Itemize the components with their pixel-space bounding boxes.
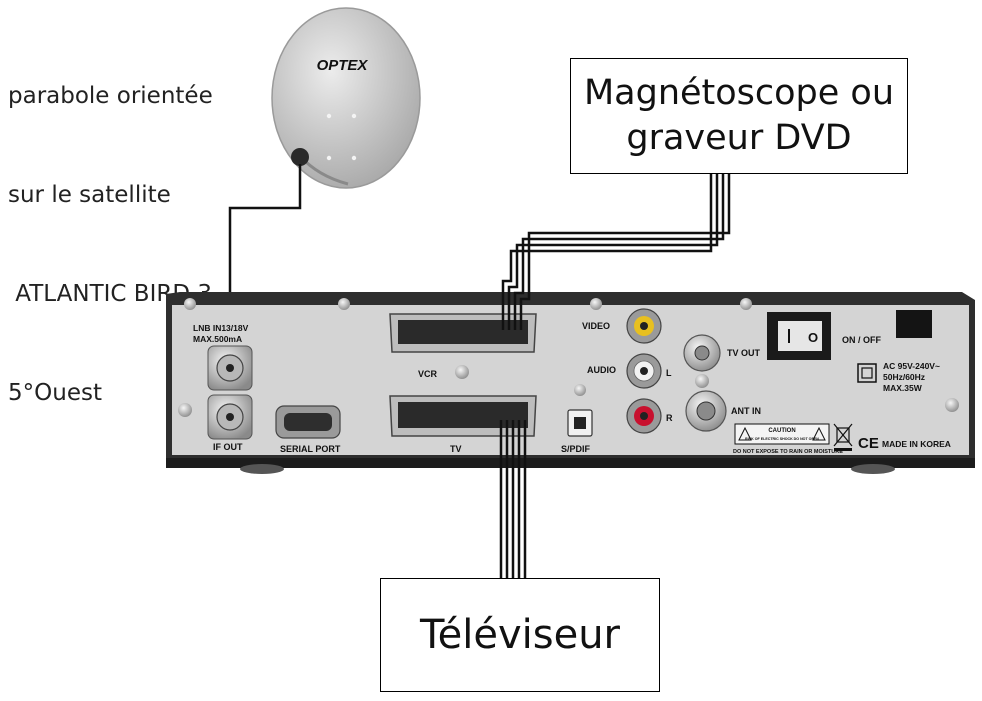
on-off-label: ON / OFF [842, 335, 881, 345]
double-insulation-inner [861, 367, 873, 379]
satellite-dish: OPTEX [271, 7, 421, 189]
caution-title: CAUTION [768, 428, 795, 434]
power-switch-o: O [808, 330, 818, 345]
recorder-box: Magnétoscope ou graveur DVD [570, 58, 908, 174]
if-out-pin [226, 413, 234, 421]
serial-port-label: SERIAL PORT [280, 444, 341, 454]
power-spec-frequency: 50Hz/60Hz [883, 372, 925, 382]
rca-video-pin [640, 322, 648, 330]
dish-reflector [271, 7, 421, 189]
moisture-warning: DO NOT EXPOSE TO RAIN OR MOISTURE [733, 449, 843, 455]
caution-label [734, 423, 830, 445]
tv-out-socket [694, 345, 710, 361]
screw-icon [455, 365, 469, 379]
lnb-max-label: MAX.500mA [193, 334, 242, 344]
scart-vcr-pins [398, 320, 528, 344]
receiver-foot [240, 464, 284, 474]
video-label: VIDEO [582, 321, 610, 331]
tv-scart-cable [499, 420, 527, 578]
dish-caption: parabole orientée sur le satellite ATLAN… [8, 14, 213, 476]
dish-bolt [351, 113, 357, 119]
caution-subtitle: RISK OF ELECTRIC SHOCK DO NOT OPEN [745, 437, 819, 441]
ce-mark: CE [858, 435, 879, 452]
audio-left-label: L [666, 368, 672, 378]
screw-icon [184, 298, 196, 310]
television-label: Téléviseur [420, 612, 620, 658]
screw-icon [945, 398, 959, 412]
receiver-base [166, 458, 975, 468]
serial-port-socket [284, 413, 332, 431]
ant-in-label: ANT IN [731, 406, 761, 416]
ant-in-socket [696, 401, 716, 421]
screw-icon [178, 403, 192, 417]
screw-icon [740, 298, 752, 310]
audio-right-label: R [666, 413, 673, 423]
power-switch [778, 321, 822, 351]
caption-line-4: 5°Ouest [8, 380, 102, 406]
made-in-label: MADE IN KOREA [882, 439, 951, 449]
spdif-label: S/PDIF [561, 444, 591, 454]
scart-tv-label: TV [450, 444, 462, 454]
screw-icon [338, 298, 350, 310]
recorder-label-line-2: graveur DVD [626, 118, 852, 158]
caption-line-1: parabole orientée [8, 83, 213, 109]
lnb-head [291, 148, 309, 166]
power-spec-voltage: AC 95V-240V~ [883, 361, 940, 371]
dish-brand: OPTEX [317, 57, 369, 74]
warning-triangle-icon [738, 426, 752, 441]
tv-out-label: TV OUT [727, 348, 761, 358]
recorder-scart-cable [501, 171, 731, 330]
power-inlet [896, 310, 932, 338]
spdif-socket [574, 417, 586, 429]
receiver-foot [851, 464, 895, 474]
dish-bolt [351, 155, 357, 161]
scart-tv-pins [398, 402, 528, 428]
rca-left-pin [640, 367, 648, 375]
double-insulation-icon [857, 363, 877, 383]
caption-line-3: ATLANTIC BIRD 3 [8, 281, 212, 307]
screw-icon [590, 298, 602, 310]
lnb-in-label: LNB IN13/18V [193, 323, 249, 333]
screw-icon [574, 384, 586, 396]
dish-bolt [326, 113, 332, 119]
audio-label: AUDIO [587, 365, 616, 375]
if-out-label: IF OUT [213, 442, 243, 452]
lnb-in-pin [226, 364, 234, 372]
caption-line-2: sur le satellite [8, 182, 171, 208]
screw-icon [695, 374, 709, 388]
power-spec-power: MAX.35W [883, 383, 923, 393]
recorder-label-line-1: Magnétoscope ou [583, 73, 895, 113]
scart-vcr-label: VCR [418, 369, 438, 379]
weee-bin-icon [833, 423, 853, 451]
warning-triangle-icon [812, 426, 826, 441]
receiver: LNB IN13/18V MAX.500mA IF OUT SERIAL POR… [166, 292, 975, 474]
rca-right-pin [640, 412, 648, 420]
television-box: Téléviseur [380, 578, 660, 692]
dish-bolt [326, 155, 332, 161]
coax-cable [228, 164, 302, 340]
